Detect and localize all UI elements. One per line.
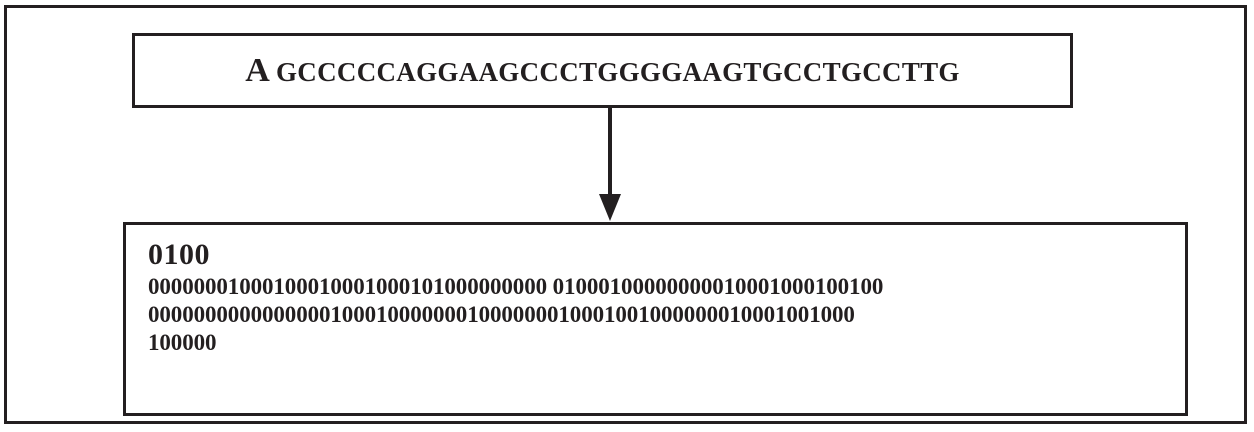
binary-encoding-line-2: 0000000000000000100010000000100000001000… [148,301,855,327]
binary-encoding-box: 0100 00000001000100010001000101000000000… [123,222,1188,416]
dna-sequence-initial: A [245,51,270,89]
dna-sequence-text: GCCCCCAGGAAGCCCTGGGGAAGTGCCTGCCTTG [276,56,960,87]
binary-encoding-line-1: 00000001000100010001000101000000000 0100… [148,273,884,299]
binary-encoding-title: 0100 [148,238,210,271]
binary-encoding-line-3: 100000 [148,330,217,356]
down-arrow-icon [597,108,623,222]
